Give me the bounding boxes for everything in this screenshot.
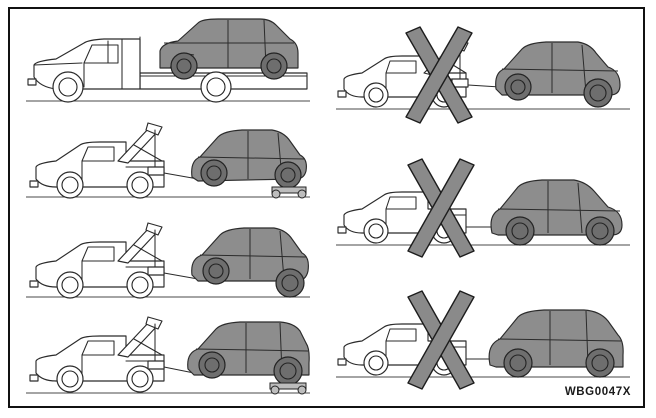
x-stroke-up	[407, 158, 475, 258]
boom-head	[145, 122, 163, 136]
suv-rear-wheel	[585, 348, 615, 378]
truck-hood-line	[33, 62, 83, 66]
boom-brace	[133, 338, 163, 356]
boom-brace	[133, 144, 163, 162]
figure-border: WBG0047X	[8, 7, 645, 408]
truck-bumper	[337, 358, 347, 366]
suv-front-wheel	[198, 351, 226, 379]
truck-cab-window	[83, 44, 119, 64]
truck-front-wheel	[363, 350, 389, 376]
tow-truck-window	[81, 146, 115, 162]
suv-rear-wheel	[273, 356, 303, 386]
truck-window	[385, 328, 417, 342]
sedan-beltline	[197, 156, 305, 160]
panel-prohibited-flat-tow-suv	[332, 290, 634, 395]
x-stroke-up	[405, 26, 473, 124]
sling-cradle	[147, 360, 165, 370]
sling-arm	[163, 366, 195, 374]
panel-flatbed-carrier	[22, 13, 314, 111]
tow-truck-front-wheel	[363, 82, 389, 108]
sedan-cpillar	[581, 44, 587, 94]
tow-truck-rear-wheel	[126, 271, 154, 299]
towed-sedan	[191, 129, 307, 189]
tow-truck-rear-wheel	[126, 171, 154, 199]
prohibition-x-mark	[405, 26, 473, 124]
truck-bumper	[337, 226, 347, 234]
towed-suv	[187, 321, 310, 386]
boom-head	[145, 316, 163, 330]
suv-front-wheel	[170, 52, 198, 80]
x-stroke-up	[407, 290, 475, 390]
sedan-front-wheel	[505, 216, 535, 246]
tow-dolly	[269, 382, 307, 395]
suv-rear-wheel	[260, 52, 288, 80]
truck-window	[385, 196, 417, 210]
boom-brace	[133, 244, 163, 262]
dolly-wheel-left	[270, 385, 280, 395]
truck-front-wheel	[52, 71, 84, 103]
dolly-wheel-right	[297, 189, 307, 199]
tow-dolly	[271, 186, 307, 199]
tow-truck-bumper	[337, 90, 347, 98]
prohibition-x-mark	[407, 290, 475, 390]
tow-truck-window	[81, 340, 115, 356]
tow-truck-rear-wheel	[126, 365, 154, 393]
towed-suv	[159, 18, 299, 80]
panel-sling-front-lift-dollies	[22, 309, 314, 405]
boom-head	[145, 222, 163, 236]
tow-truck-bumper	[29, 180, 39, 188]
truck-rear-wheel	[200, 71, 232, 103]
towed-sedan	[191, 227, 309, 298]
sedan-front-wheel	[202, 257, 230, 285]
dolly-wheel-left	[271, 189, 281, 199]
sedan-rear-wheel	[274, 161, 302, 189]
sling-arm	[467, 84, 501, 88]
sling-arm	[163, 272, 199, 280]
tow-truck-bumper	[29, 280, 39, 288]
tow-truck-front-wheel	[56, 271, 84, 299]
sedan-rear-wheel	[585, 216, 615, 246]
panel-prohibited-flat-tow-sedan	[332, 158, 634, 263]
sedan-rear-wheel	[583, 78, 613, 108]
prohibition-x-mark	[407, 158, 475, 258]
tow-truck-front-wheel	[56, 171, 84, 199]
sedan-beltline	[199, 254, 307, 258]
towed-sedan	[490, 179, 623, 246]
sedan-front-wheel	[200, 159, 228, 187]
sedan-front-wheel	[504, 73, 532, 101]
sedan-beltline	[501, 68, 619, 72]
tow-truck-window	[81, 246, 115, 262]
sling-cradle	[147, 266, 165, 276]
tow-truck-front-wheel	[56, 365, 84, 393]
sedan-rear-wheel	[275, 268, 305, 298]
sling-cradle	[147, 166, 165, 176]
towed-sedan	[495, 41, 621, 108]
panel-prohibited-sling-rear-lift	[332, 23, 634, 127]
suv-beltline	[497, 338, 622, 342]
suv-front-wheel	[503, 348, 533, 378]
sedan-beltline	[497, 208, 621, 212]
suv-beltline	[195, 348, 309, 352]
tow-truck-bumper	[29, 374, 39, 382]
panel-sling-front-lift	[22, 217, 314, 309]
sedan-cpillar	[577, 182, 583, 234]
sling-arm	[163, 172, 199, 180]
figure-caption-code: WBG0047X	[564, 386, 631, 398]
tow-truck-window	[385, 60, 417, 74]
towed-suv	[488, 309, 624, 378]
dolly-wheel-right	[297, 385, 307, 395]
truck-front-wheel	[363, 218, 389, 244]
panel-sling-rear-lift-dolly	[22, 117, 314, 209]
truck-bumper	[27, 78, 37, 86]
